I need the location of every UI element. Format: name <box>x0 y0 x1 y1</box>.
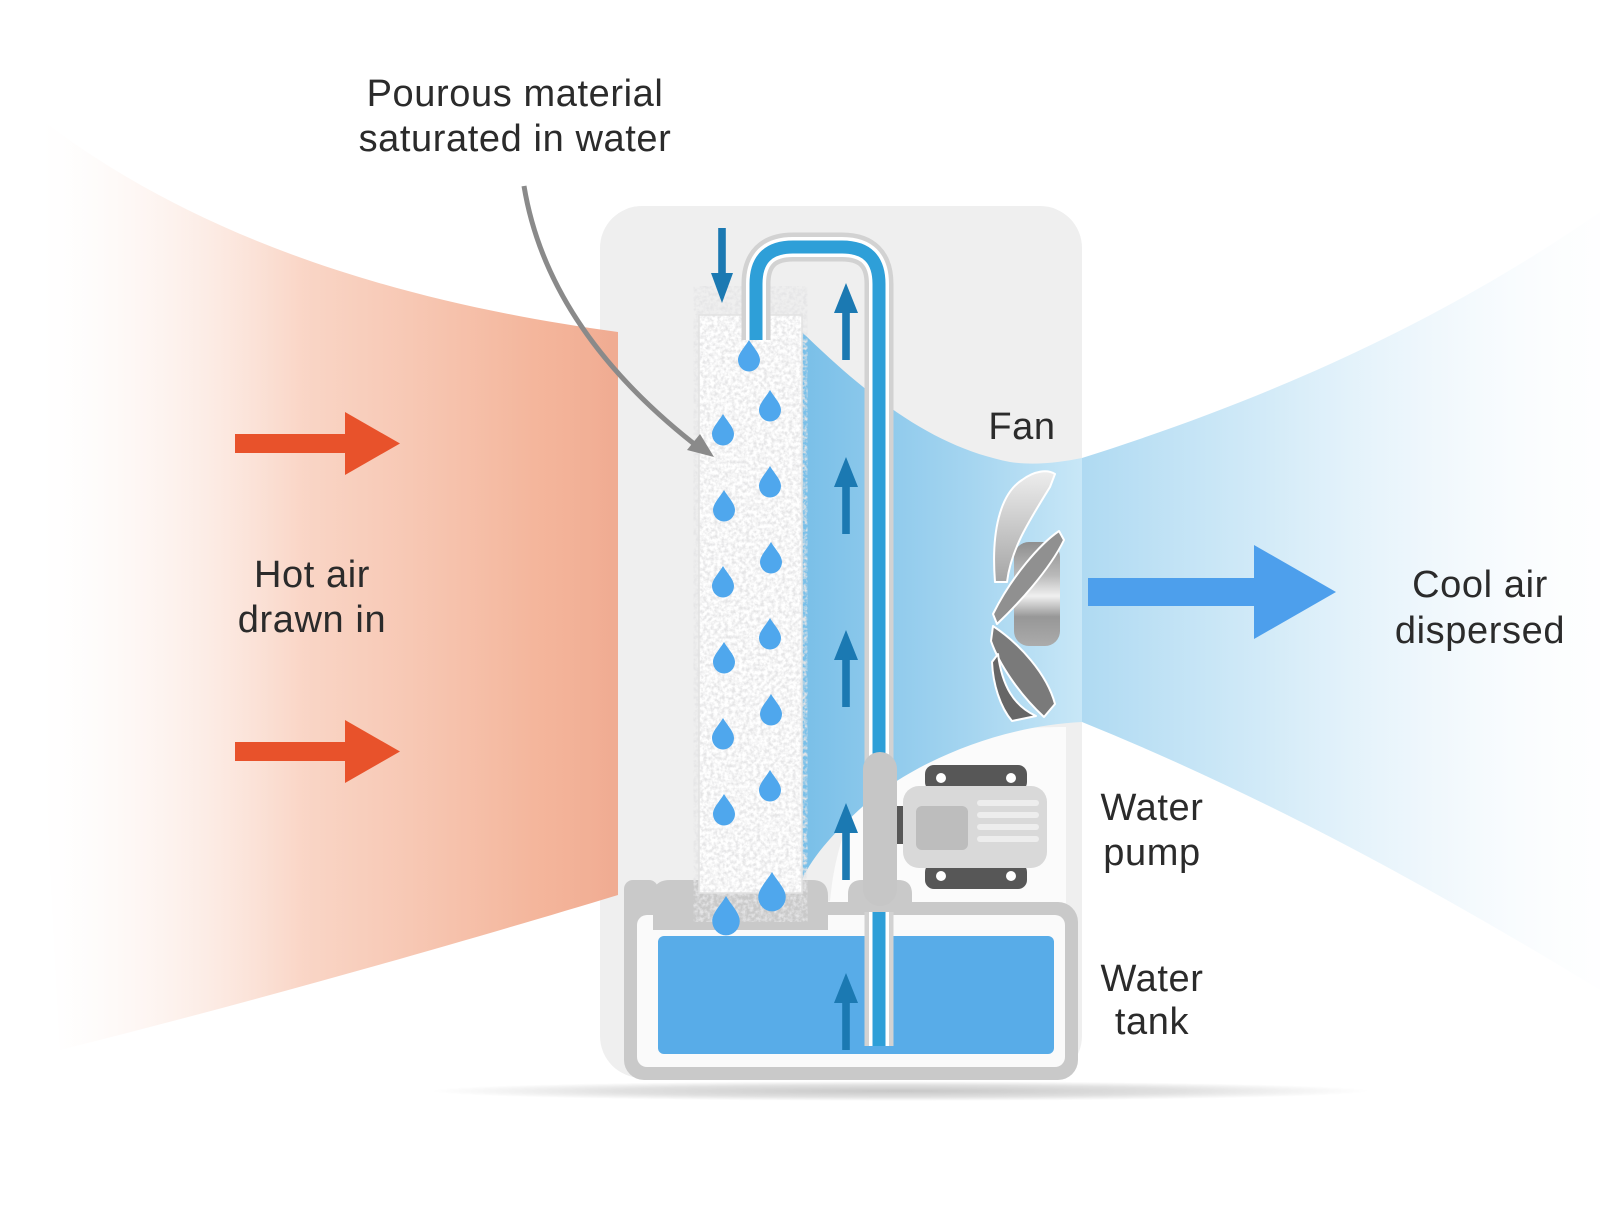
water-pump-label-line2: pump <box>1103 832 1201 874</box>
water-tank-label-line2: tank <box>1114 1001 1190 1043</box>
cool-air-label-line1: Cool air <box>1412 564 1548 606</box>
fan-blade-icon <box>993 470 1056 583</box>
porous-material-label: Pourous material saturated in water <box>265 72 765 162</box>
hot-air-arrows <box>235 412 400 783</box>
fan-blade-icon <box>991 653 1037 722</box>
tank-water <box>658 936 1054 1054</box>
pump-bottom-plate <box>925 863 1027 889</box>
leader-arrow-icon <box>521 185 714 457</box>
cool-air-label: Cool air dispersed <box>1320 562 1600 654</box>
fan-blade-icon <box>992 530 1065 625</box>
cool-air-label-line2: dispersed <box>1394 610 1566 652</box>
porous-pad <box>698 314 803 894</box>
unit-shadow <box>430 1081 1370 1101</box>
hot-air-arrow-icon <box>235 720 400 783</box>
hot-air-label-line2: drawn in <box>237 599 387 641</box>
pump-top-plate <box>925 765 1027 791</box>
pipe-inflow-arrow-icon <box>711 228 733 303</box>
pump-motor-block <box>916 806 968 850</box>
hot-air-label: Hot air drawn in <box>162 553 462 643</box>
porous-material-label-line2: saturated in water <box>358 118 672 160</box>
fan-label: Fan <box>952 405 1092 450</box>
hot-air-gradient <box>31 112 618 1050</box>
hot-air-label-line1: Hot air <box>253 554 371 596</box>
porous-material-label-line1: Pourous material <box>366 73 664 115</box>
pipe-fitting <box>863 752 897 906</box>
flow-arrows <box>711 228 858 1050</box>
water-pump-label-line1: Water <box>1100 787 1204 829</box>
pump-vents <box>977 800 1039 842</box>
water-tank-label: Water tank <box>1042 958 1262 1044</box>
fan-label-text: Fan <box>988 406 1056 448</box>
hot-air-arrow-icon <box>235 412 400 475</box>
water-pump-label: Water pump <box>1042 786 1262 876</box>
cool-air-arrow-icon <box>1088 545 1336 639</box>
water-pipe <box>741 232 894 1046</box>
water-tank-label-line1: Water <box>1100 958 1204 1000</box>
fan-impeller <box>990 470 1065 722</box>
cool-air-gradient <box>1082 212 1600 990</box>
water-pump <box>863 752 1047 906</box>
